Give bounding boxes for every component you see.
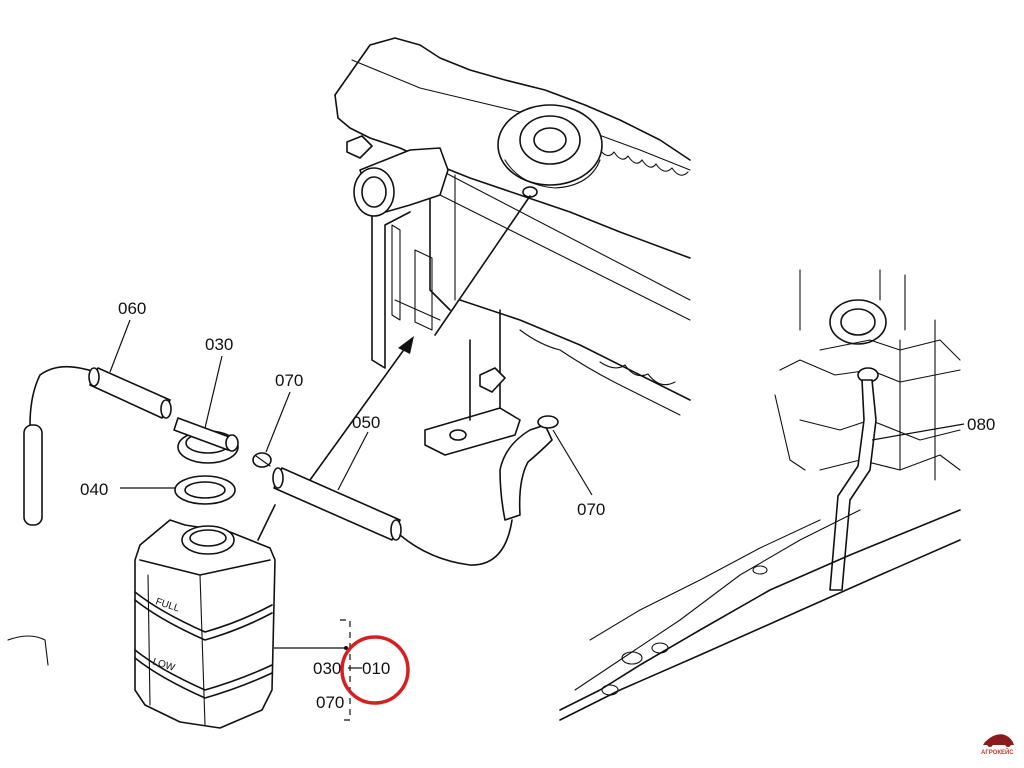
arrow-head: [398, 336, 414, 354]
watermark-logo: АГРОКЕЙС: [981, 734, 1014, 756]
watermark-text: АГРОКЕЙС: [981, 748, 1014, 756]
label-080: 080: [967, 415, 995, 434]
arrow-line: [309, 343, 409, 481]
leader-dot: [344, 646, 348, 650]
radiator: [334, 37, 691, 521]
edge-artifact: [7, 635, 49, 666]
label-010: 010: [362, 659, 390, 678]
reserve-tank: [134, 519, 276, 729]
label-070-top: 070: [275, 371, 303, 390]
overflow-line: [434, 195, 531, 336]
hose-assembly-left: [23, 365, 513, 566]
hose-to-tank-line: [257, 504, 276, 541]
label-040: 040: [80, 480, 108, 499]
label-060: 060: [118, 299, 146, 318]
right-detail: [559, 269, 961, 721]
label-070-right: 070: [577, 500, 605, 519]
label-070-bottom: 070: [316, 693, 344, 712]
label-050: 050: [352, 413, 380, 432]
leader-lines: [109, 319, 965, 496]
highlight-circle: [340, 635, 410, 705]
label-030-top: 030: [205, 335, 233, 354]
group-bracket: [340, 619, 351, 721]
label-030-bottom: 030: [313, 659, 341, 678]
